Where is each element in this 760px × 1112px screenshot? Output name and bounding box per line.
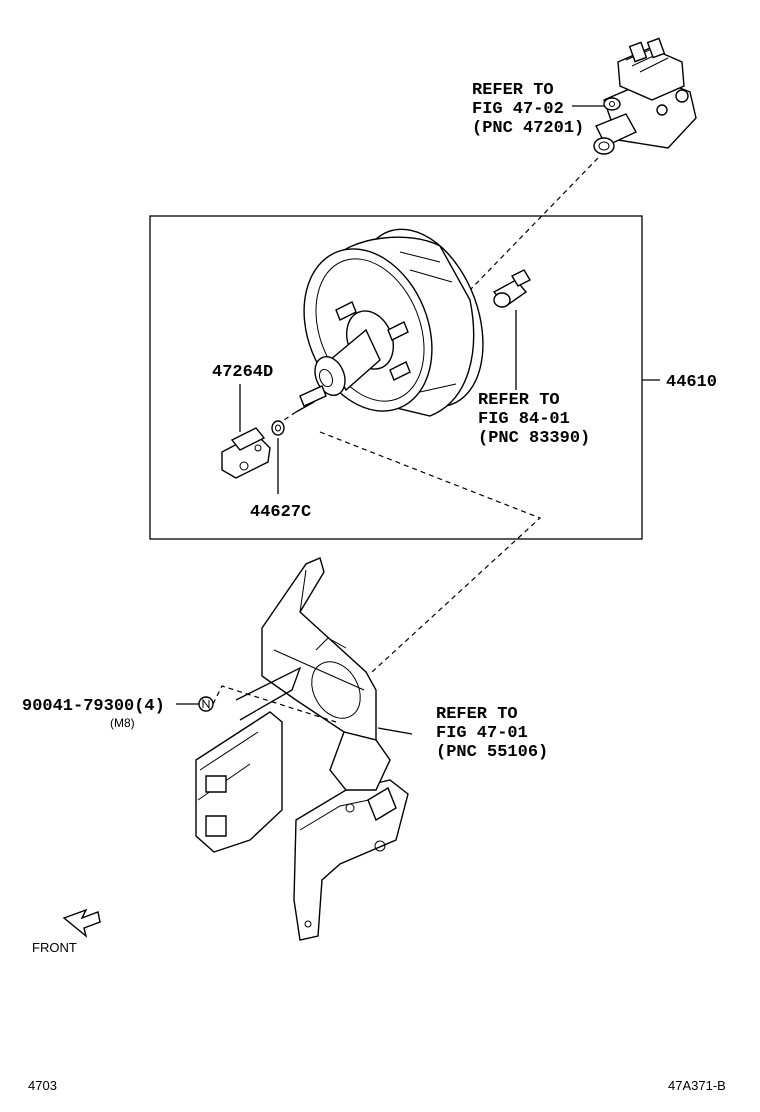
assembly-line-booster-to-bracket	[319, 431, 542, 673]
master-cylinder-drawing	[593, 37, 697, 155]
svg-text:REFER TO: REFER TO	[472, 81, 554, 100]
pedal-bracket-drawing	[195, 557, 409, 941]
refer-master-cylinder-line3: (PNC 47201)	[472, 119, 584, 138]
nut-drawing	[271, 420, 285, 436]
svg-text:FIG 47-01: FIG 47-01	[436, 724, 528, 743]
refer-check-valve-line2: FIG 84-01	[478, 410, 570, 429]
svg-text:REFER TO: REFER TO	[478, 391, 560, 410]
svg-text:REFER TO: REFER TO	[436, 705, 518, 724]
part-number-bolt: 90041-79300(4)	[22, 697, 165, 716]
front-arrow-icon	[62, 908, 101, 938]
refer-check-valve-line1: REFER TO	[478, 391, 560, 410]
refer-pedal-bracket-line3: (PNC 55106)	[436, 743, 548, 762]
assembly-line-master-cylinder	[469, 157, 599, 291]
leader-pedal-bracket	[377, 727, 413, 735]
figure-code: 47A371-B	[668, 1078, 726, 1093]
svg-text:FIG 47-02: FIG 47-02	[472, 100, 564, 119]
svg-text:(PNC 83390): (PNC 83390)	[478, 429, 590, 448]
assembly-line-bolt	[212, 685, 337, 723]
svg-text:(PNC 47201): (PNC 47201)	[472, 119, 584, 138]
refer-master-cylinder-line2: FIG 47-02	[472, 100, 564, 119]
refer-pedal-bracket-line2: FIG 47-01	[436, 724, 528, 743]
booster-assembly-box	[149, 215, 643, 540]
refer-check-valve-line3: (PNC 83390)	[478, 429, 590, 448]
part-number-booster-assy: 44610	[666, 373, 717, 392]
assembly-line-push-rod	[283, 411, 297, 421]
clevis-drawing	[221, 427, 271, 479]
front-label: FRONT	[32, 940, 77, 955]
page-code: 4703	[28, 1078, 57, 1093]
bolt-drawing	[198, 696, 214, 712]
part-number-nut: 44627C	[250, 503, 311, 522]
brake-booster-drawing	[295, 228, 484, 417]
svg-text:(PNC 55106): (PNC 55106)	[436, 743, 548, 762]
svg-text:FIG 84-01: FIG 84-01	[478, 410, 570, 429]
bolt-size-label: (M8)	[110, 716, 135, 730]
refer-master-cylinder-line1: REFER TO	[472, 81, 554, 100]
refer-pedal-bracket-line1: REFER TO	[436, 705, 518, 724]
part-number-clevis: 47264D	[212, 363, 273, 382]
check-valve-drawing	[492, 269, 531, 308]
